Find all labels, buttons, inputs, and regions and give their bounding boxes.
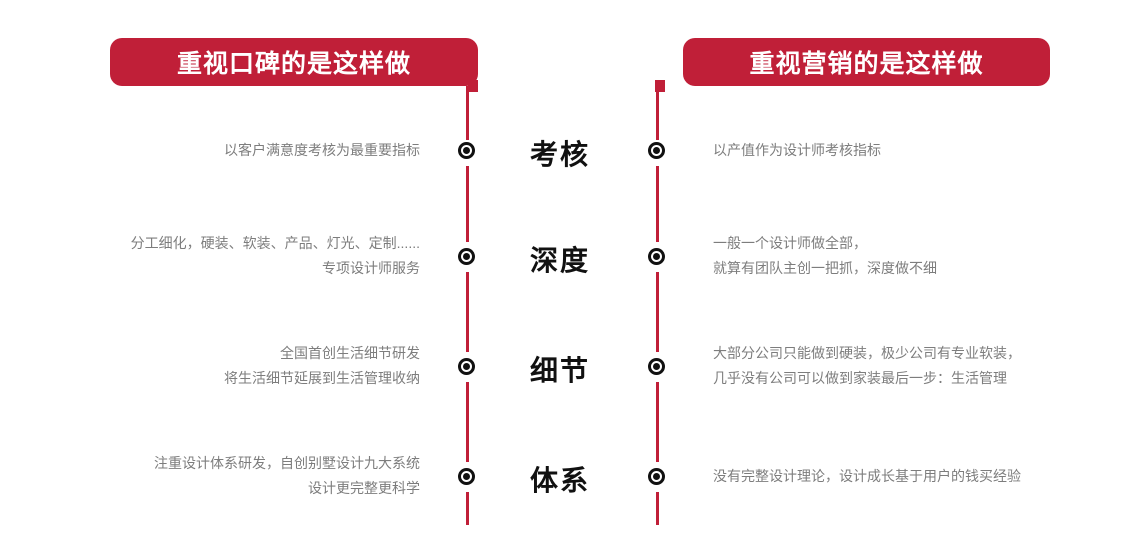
row-right-text: 大部分公司只能做到硬装，极少公司有专业软装， 几乎没有公司可以做到家装最后一步：…: [713, 345, 1021, 386]
spine-left-segment-1: [466, 86, 469, 140]
spine-right-segment-5: [656, 492, 659, 525]
header-bubble-right-tail: [655, 80, 665, 92]
row-center-label: 深度: [529, 245, 590, 276]
spine-left-segment-2: [466, 166, 469, 242]
row-left-text: 分工细化，硬装、软装、产品、灯光、定制...... 专项设计师服务: [130, 235, 420, 276]
bullet-icon: [648, 142, 665, 159]
spine-right-segment-2: [656, 166, 659, 242]
spine-left-segment-3: [466, 272, 469, 352]
bullet-icon: [458, 358, 475, 375]
row-left-text: 以客户满意度考核为最重要指标: [224, 142, 420, 158]
row-right-text: 一般一个设计师做全部， 就算有团队主创一把抓，深度做不细: [713, 235, 937, 276]
row-center-label: 细节: [529, 355, 590, 386]
bullet-icon: [458, 248, 475, 265]
row-center-label: 体系: [529, 465, 590, 496]
bullet-icon: [458, 468, 475, 485]
spine-right-segment-1: [656, 86, 659, 140]
header-bubble-right-label: 重视营销的是这样做: [749, 50, 984, 78]
spine-left-segment-4: [466, 382, 469, 462]
bullet-icon: [458, 142, 475, 159]
row-right-text: 没有完整设计理论，设计成长基于用户的钱买经验: [713, 468, 1021, 484]
bullet-icon: [648, 248, 665, 265]
row-left-text: 注重设计体系研发，自创别墅设计九大系统 设计更完整更科学: [154, 455, 420, 496]
row-right-text: 以产值作为设计师考核指标: [713, 142, 881, 158]
spine-right-segment-3: [656, 272, 659, 352]
row-left-text: 全国首创生活细节研发 将生活细节延展到生活管理收纳: [224, 345, 420, 386]
header-bubble-left-tail: [468, 80, 478, 92]
header-bubble-right: 重视营销的是这样做: [683, 38, 1050, 86]
bullet-icon: [648, 468, 665, 485]
bullet-icon: [648, 358, 665, 375]
row-center-label: 考核: [529, 139, 590, 170]
header-bubble-left-label: 重视口碑的是这样做: [176, 50, 411, 78]
spine-left-segment-5: [466, 492, 469, 525]
spine-right-segment-4: [656, 382, 659, 462]
header-bubble-left: 重视口碑的是这样做: [110, 38, 478, 86]
